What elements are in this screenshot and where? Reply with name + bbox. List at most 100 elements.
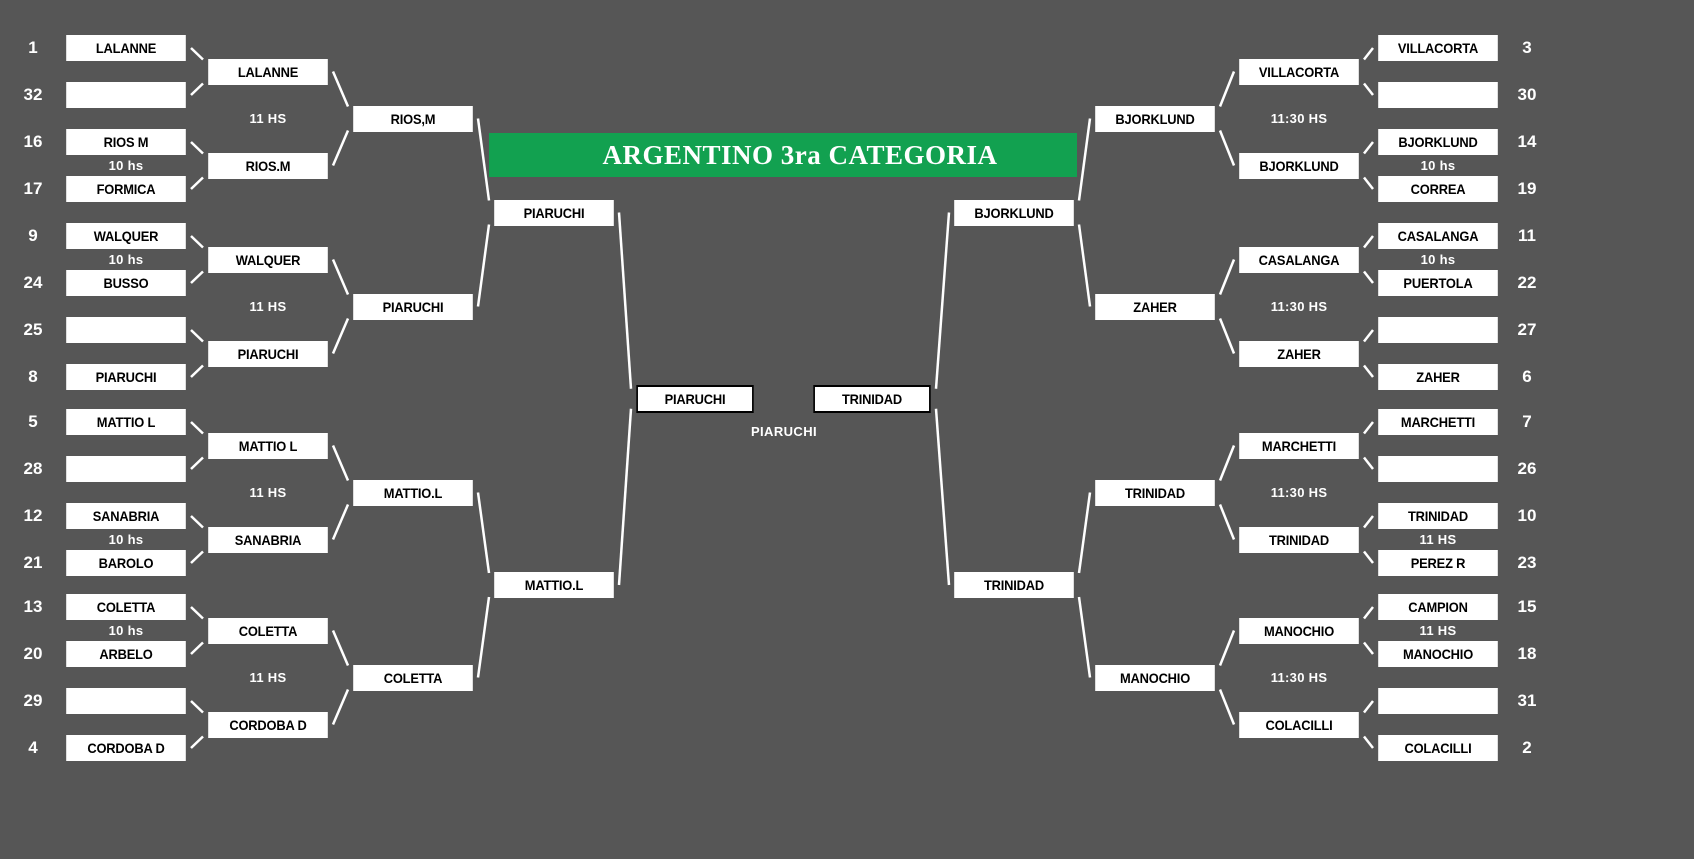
round1-slot-11[interactable]: TRINIDAD xyxy=(1378,503,1498,529)
round3-slot-3-label: TRINIDAD xyxy=(1124,484,1186,501)
round2-slot-1-label: VILLACORTA xyxy=(1258,63,1340,80)
round1-slot-12-label: BAROLO xyxy=(98,555,154,571)
round1-slot-4-label: FORMICA xyxy=(96,181,156,197)
round1-slot-9[interactable]: MATTIO L xyxy=(66,409,186,435)
round1-slot-2[interactable] xyxy=(66,82,186,108)
round3-slot-4-label: MANOCHIO xyxy=(1119,669,1191,686)
match-time-r2-left-1: 11 HS xyxy=(249,111,287,126)
round1-slot-13[interactable]: COLETTA xyxy=(66,594,186,620)
round1-slot-9-label: MATTIO L xyxy=(96,414,156,430)
seed-number-left-1: 1 xyxy=(28,38,38,57)
round2-slot-3-label: CASALANGA xyxy=(1258,251,1340,268)
round1-slot-7[interactable] xyxy=(66,317,186,343)
round2-slot-5[interactable]: MARCHETTI xyxy=(1239,432,1359,459)
round2-slot-6[interactable]: TRINIDAD xyxy=(1239,526,1359,553)
round1-slot-1[interactable]: VILLACORTA xyxy=(1378,35,1498,61)
seed-number-right-3: 14 xyxy=(1517,132,1537,151)
round1-slot-8[interactable]: PIARUCHI xyxy=(66,364,186,390)
round3-slot-2[interactable]: ZAHER xyxy=(1095,293,1215,320)
round1-slot-15[interactable] xyxy=(66,688,186,714)
round1-slot-5[interactable]: CASALANGA xyxy=(1378,223,1498,249)
round2-slot-8-label: CORDOBA D xyxy=(229,716,307,733)
round1-slot-7[interactable] xyxy=(1378,317,1498,343)
round3-slot-2-label: PIARUCHI xyxy=(382,298,444,315)
round4-slot-2[interactable]: TRINIDAD xyxy=(954,572,1074,598)
round1-slot-9[interactable]: MARCHETTI xyxy=(1378,409,1498,435)
round1-slot-10[interactable] xyxy=(66,456,186,482)
round3-slot-1-label: BJORKLUND xyxy=(1115,110,1195,127)
round2-slot-2[interactable]: BJORKLUND xyxy=(1239,152,1359,179)
match-time-r1-right-6: 11 HS xyxy=(1419,532,1457,547)
round2-slot-7[interactable]: MANOCHIO xyxy=(1239,617,1359,644)
round4-slot-1-label: BJORKLUND xyxy=(974,204,1054,221)
round2-slot-8[interactable]: CORDOBA D xyxy=(208,711,328,738)
seed-number-right-6: 22 xyxy=(1517,273,1537,292)
round2-slot-7[interactable]: COLETTA xyxy=(208,617,328,644)
round1-slot-4[interactable]: FORMICA xyxy=(66,176,186,202)
round2-slot-5[interactable]: MATTIO L xyxy=(208,432,328,459)
round1-slot-11[interactable]: SANABRIA xyxy=(66,503,186,529)
round1-slot-3[interactable]: RIOS M xyxy=(66,129,186,155)
round1-slot-13[interactable]: CAMPION xyxy=(1378,594,1498,620)
round1-slot-3-label: RIOS M xyxy=(103,134,149,150)
match-time-r2-right-4: 11:30 HS xyxy=(1270,670,1328,685)
match-time-r1-right-3: 10 hs xyxy=(1420,252,1456,267)
round2-slot-1[interactable]: LALANNE xyxy=(208,58,328,85)
round3-slot-4[interactable]: MANOCHIO xyxy=(1095,664,1215,691)
round3-slot-3[interactable]: MATTIO.L xyxy=(353,479,473,506)
round1-slot-2[interactable] xyxy=(1378,82,1498,108)
round1-slot-3[interactable]: BJORKLUND xyxy=(1378,129,1498,155)
semifinal-slot-right[interactable]: TRINIDAD xyxy=(813,384,931,413)
round1-slot-14[interactable]: ARBELO xyxy=(66,641,186,667)
round2-slot-2[interactable]: RIOS.M xyxy=(208,152,328,179)
round1-slot-1-label: VILLACORTA xyxy=(1397,40,1479,56)
round3-slot-4[interactable]: COLETTA xyxy=(353,664,473,691)
round3-slot-2-label: ZAHER xyxy=(1133,298,1177,315)
round2-slot-8[interactable]: COLACILLI xyxy=(1239,711,1359,738)
seed-number-right-13: 15 xyxy=(1517,597,1537,616)
round2-slot-1-label: LALANNE xyxy=(237,63,299,80)
semifinal-slot-left[interactable]: PIARUCHI xyxy=(636,384,754,413)
round2-slot-6[interactable]: SANABRIA xyxy=(208,526,328,553)
round2-slot-1[interactable]: VILLACORTA xyxy=(1239,58,1359,85)
round1-slot-14[interactable]: MANOCHIO xyxy=(1378,641,1498,667)
round1-slot-16[interactable]: CORDOBA D xyxy=(66,735,186,761)
round1-slot-16[interactable]: COLACILLI xyxy=(1378,735,1498,761)
round2-slot-4[interactable]: PIARUCHI xyxy=(208,340,328,367)
seed-number-left-8: 8 xyxy=(28,367,38,386)
round1-slot-12[interactable]: BAROLO xyxy=(66,550,186,576)
round1-slot-5[interactable]: WALQUER xyxy=(66,223,186,249)
seed-number-right-14: 18 xyxy=(1517,644,1537,663)
round3-slot-4-label: COLETTA xyxy=(383,669,443,686)
round1-slot-1[interactable]: LALANNE xyxy=(66,35,186,61)
match-time-r2-left-3: 11 HS xyxy=(249,485,287,500)
round2-slot-4[interactable]: ZAHER xyxy=(1239,340,1359,367)
round3-slot-1[interactable]: BJORKLUND xyxy=(1095,105,1215,132)
round1-slot-12[interactable]: PEREZ R xyxy=(1378,550,1498,576)
tournament-title: ARGENTINO 3ra CATEGORIA xyxy=(602,139,998,170)
round4-slot-1[interactable]: BJORKLUND xyxy=(954,199,1074,226)
round4-slot-2-label: MATTIO.L xyxy=(524,577,584,593)
round2-slot-7-label: MANOCHIO xyxy=(1263,622,1335,639)
round4-slot-1[interactable]: PIARUCHI xyxy=(494,199,614,226)
round1-slot-6[interactable]: BUSSO xyxy=(66,270,186,296)
seed-number-right-16: 2 xyxy=(1522,738,1532,757)
seed-number-right-4: 19 xyxy=(1517,179,1537,198)
round1-slot-15[interactable] xyxy=(1378,688,1498,714)
round1-slot-11-label: SANABRIA xyxy=(92,508,160,524)
round1-slot-8[interactable]: ZAHER xyxy=(1378,364,1498,390)
round3-slot-1[interactable]: RIOS,M xyxy=(353,105,473,132)
round1-slot-6[interactable]: PUERTOLA xyxy=(1378,270,1498,296)
round2-slot-3[interactable]: WALQUER xyxy=(208,246,328,273)
champion-label: PIARUCHI xyxy=(750,423,818,439)
round3-slot-3[interactable]: TRINIDAD xyxy=(1095,479,1215,506)
round1-slot-10[interactable] xyxy=(1378,456,1498,482)
round2-slot-4-label: PIARUCHI xyxy=(237,345,299,362)
round4-slot-2[interactable]: MATTIO.L xyxy=(494,572,614,598)
match-time-r1-left-7: 10 hs xyxy=(108,623,144,638)
seed-number-left-16: 4 xyxy=(28,738,38,757)
round3-slot-1-label: RIOS,M xyxy=(390,110,436,127)
round3-slot-2[interactable]: PIARUCHI xyxy=(353,293,473,320)
round2-slot-3[interactable]: CASALANGA xyxy=(1239,246,1359,273)
round1-slot-4[interactable]: CORREA xyxy=(1378,176,1498,202)
